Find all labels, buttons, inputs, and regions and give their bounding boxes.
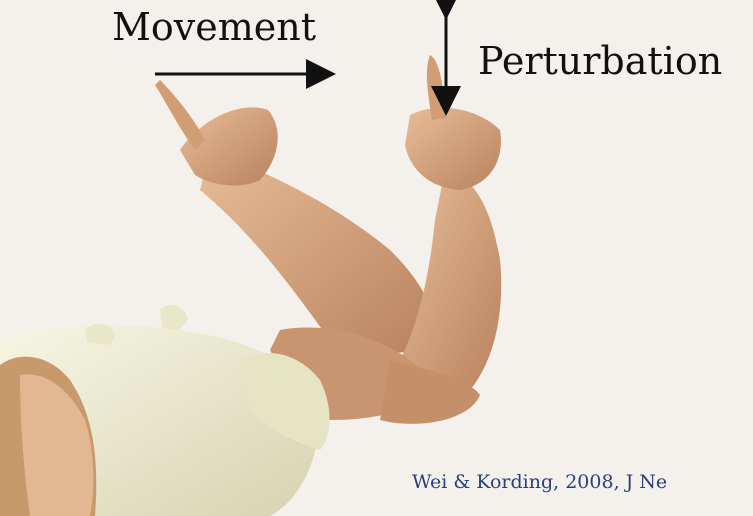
perturbation-label: Perturbation — [478, 42, 722, 80]
movement-label: Movement — [112, 8, 316, 46]
citation-text: Wei & Kording, 2008, J Ne — [412, 473, 667, 492]
left-arm — [155, 80, 433, 353]
right-arm — [400, 55, 501, 391]
